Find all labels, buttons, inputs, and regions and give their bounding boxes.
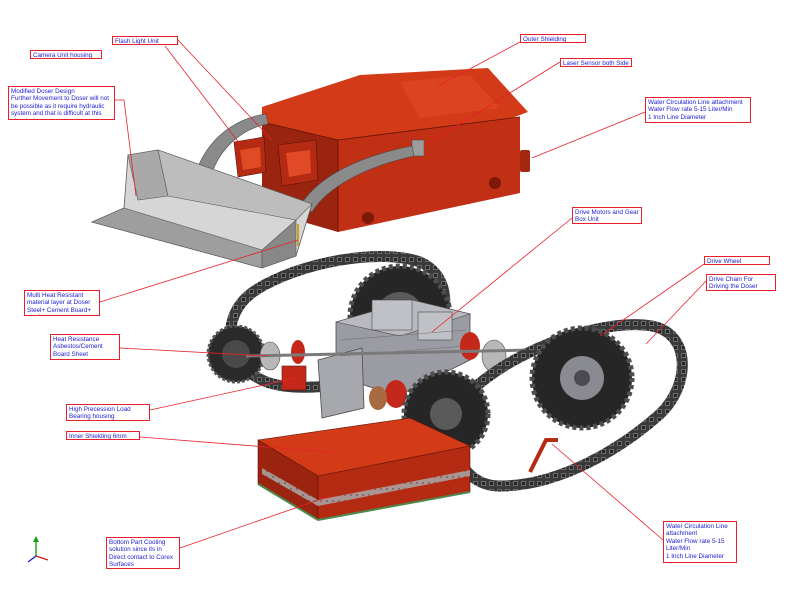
callout-bearing-housing: High Precession Load Bearing housing xyxy=(66,404,150,421)
doser-arm-right xyxy=(299,145,415,213)
callout-heat-resistance-sheet: Heat Resistance Asbestos/Cement Board Sh… xyxy=(50,334,120,360)
callout-water-line-bottom: Water Circulation Line attachment Water … xyxy=(663,521,737,563)
callout-flash-light-housing: Flash Light Unit Housing xyxy=(112,36,178,45)
drive-motor-gearbox xyxy=(317,299,472,419)
callout-modified-doser: Modified Doser Design Further Movement t… xyxy=(8,86,115,120)
camera-flash-housings xyxy=(233,136,319,187)
callout-drive-chain: Drive Chain For Driving the Doser xyxy=(706,274,776,291)
callout-multi-heat-layer: Multi Heat Resistant material layer at D… xyxy=(24,290,100,316)
callout-drive-wheel: Drive Wheel xyxy=(704,256,770,265)
doser-bucket xyxy=(90,149,313,269)
leader-lines xyxy=(99,39,707,549)
callout-laser-sensor: Laser Sensor both Side xyxy=(560,58,632,67)
callout-bottom-cooling: Bottom Part Cooling solution since its i… xyxy=(106,537,180,569)
callout-inner-shielding: Inner Shielding 6mm xyxy=(66,431,140,440)
callout-water-line-top: Water Circulation Line attachment Water … xyxy=(645,97,751,123)
callout-drive-motors: Drive Motors and Gear Box Unit xyxy=(572,207,642,224)
xyz-triad-icon xyxy=(27,536,49,563)
inner-shielding xyxy=(257,417,471,521)
front-drive-wheel-right xyxy=(529,325,635,431)
doser-arm xyxy=(195,113,269,179)
callout-camera-unit-housing: Camera Unit housing xyxy=(30,50,102,59)
water-line-pipe xyxy=(528,438,558,473)
callout-outer-shielding: Outer Shielding 10mm xyxy=(520,34,586,43)
